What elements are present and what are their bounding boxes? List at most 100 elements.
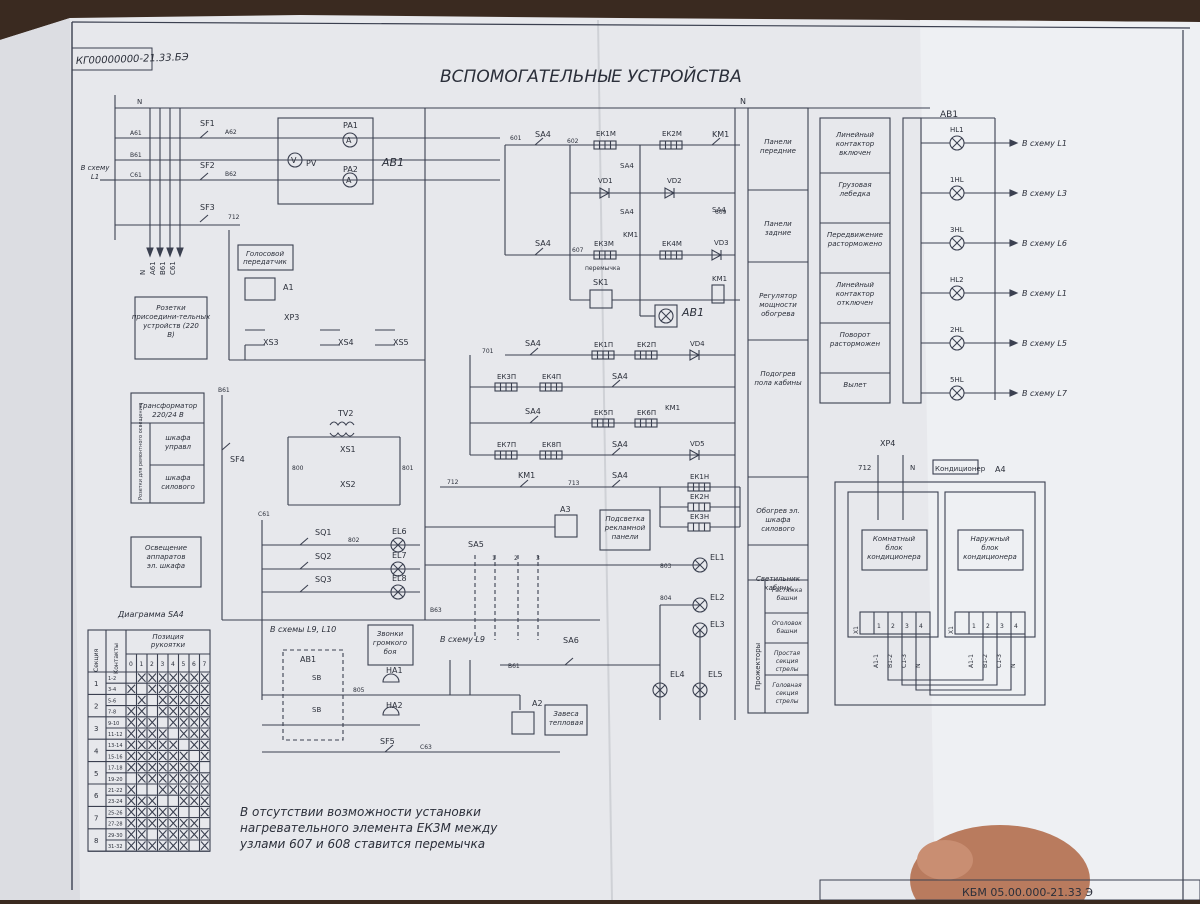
sa4-stage: 8 — [94, 837, 98, 845]
terminal-num: 3 — [1000, 623, 1004, 630]
w801-label: 801 — [402, 465, 414, 472]
fingertip — [917, 840, 973, 880]
paper-left-fold — [0, 18, 80, 900]
sa4-mark — [169, 818, 178, 828]
sa4-mark — [158, 807, 167, 817]
sa4-contact — [534, 137, 544, 146]
sa4-contact: 9-10 — [108, 721, 119, 727]
paper-sheet — [0, 15, 1200, 900]
sa4-mark — [190, 673, 199, 683]
terminal-num: 4 — [1014, 623, 1018, 630]
sa4-mark — [137, 695, 146, 705]
sa4-mark — [190, 717, 199, 727]
b61-label: В61 — [218, 387, 230, 394]
el5-label: EL5 — [708, 670, 723, 679]
sa4-mark — [179, 762, 188, 772]
sa4-mark — [169, 740, 178, 750]
c63-label: С63 — [420, 744, 432, 751]
ammeter-pa1 — [342, 132, 358, 148]
sa4-pos-label: 7 — [203, 661, 207, 668]
sa4-mark — [158, 762, 167, 772]
ha2-label: НА2 — [386, 701, 403, 710]
sa4-mark — [148, 841, 157, 851]
sa4-mark — [148, 796, 157, 806]
sq-contact — [299, 537, 309, 546]
sa4-mark — [148, 740, 157, 750]
sa4-mark — [137, 706, 146, 716]
sa4-mark — [200, 729, 209, 739]
arrow-head — [1009, 189, 1019, 197]
indicator-header: АВ1 — [940, 110, 958, 120]
cond-n: N — [910, 464, 915, 472]
sa4-mark — [190, 762, 199, 772]
diode-symbol — [689, 349, 701, 361]
sa4-mark — [190, 785, 199, 795]
coil-top — [329, 421, 355, 426]
h1-lamp — [658, 308, 674, 324]
diode-symbol — [599, 187, 611, 199]
conditioner-wire — [929, 634, 1026, 696]
wire-label: 712 — [228, 214, 240, 221]
lamp — [692, 682, 708, 698]
indicator-to: В схему L1 — [1022, 289, 1067, 298]
left-lamp-label: EL6 — [392, 527, 407, 536]
lamp-cross — [951, 337, 963, 349]
xp3-label: XP3 — [284, 313, 299, 322]
ammeter-a: A — [346, 136, 352, 145]
left-lamp — [390, 537, 406, 553]
lamp-cross — [951, 387, 963, 399]
sa4-mark — [137, 773, 146, 783]
sa4-pos-label: 5 — [182, 661, 186, 668]
indicator-mid-box — [902, 117, 922, 404]
left-lamp-label: EL8 — [392, 574, 407, 583]
sa4-label: SA4 — [612, 372, 628, 381]
sa4-stage: 1 — [94, 680, 98, 688]
terminal-wire: С1-3 — [996, 654, 1003, 668]
sa4-label: SA4 — [612, 471, 628, 480]
sa4-mark — [127, 717, 136, 727]
to-l9-l10: В схемы L9, L10 — [270, 625, 336, 634]
center-crease — [597, 19, 613, 901]
a2-label: А2 — [532, 699, 543, 708]
pa2-label: PA2 — [343, 165, 358, 174]
sa4-label: SA4 — [535, 130, 551, 139]
sa4-mark — [148, 762, 157, 772]
sheet-title: ВСПОМОГАТЕЛЬНЫЕ УСТРОЙСТВА — [440, 65, 742, 87]
sa4-contact: 11-12 — [108, 732, 123, 738]
sa4-pos-label: 1 — [140, 661, 144, 668]
sa4-mark — [179, 684, 188, 694]
sa4-mark — [179, 796, 188, 806]
arrow-head — [156, 247, 164, 258]
lamp-cross — [392, 539, 404, 551]
sa4-stage: 6 — [94, 792, 99, 800]
terminal-wire: С1-3 — [901, 654, 908, 668]
km1-label: KM1 — [665, 404, 680, 412]
sa4-contact: 29-30 — [108, 833, 123, 839]
sa4-mark — [179, 695, 188, 705]
outdoor-frame — [944, 491, 1036, 638]
terminal-num: 2 — [891, 623, 895, 630]
sa4-mark — [190, 706, 199, 716]
a1-label: А1 — [283, 283, 294, 292]
sa4-contact — [529, 347, 539, 356]
xs1-label: XS1 — [340, 445, 356, 454]
conditioner-wire — [887, 634, 984, 681]
horn-ha1 — [382, 673, 400, 683]
terminal-wire: А1-1 — [968, 654, 975, 668]
sa4-stage: 7 — [94, 815, 98, 823]
indicator-lamp-label: HL2 — [950, 276, 964, 284]
sa4-mark — [127, 729, 136, 739]
indicator-lamp-label: 5HL — [950, 376, 964, 384]
sq-label: SQ2 — [315, 552, 331, 561]
heater-label: ЕК4М — [662, 240, 682, 248]
sf4-contact — [221, 442, 231, 451]
sa4-mark — [200, 829, 209, 839]
